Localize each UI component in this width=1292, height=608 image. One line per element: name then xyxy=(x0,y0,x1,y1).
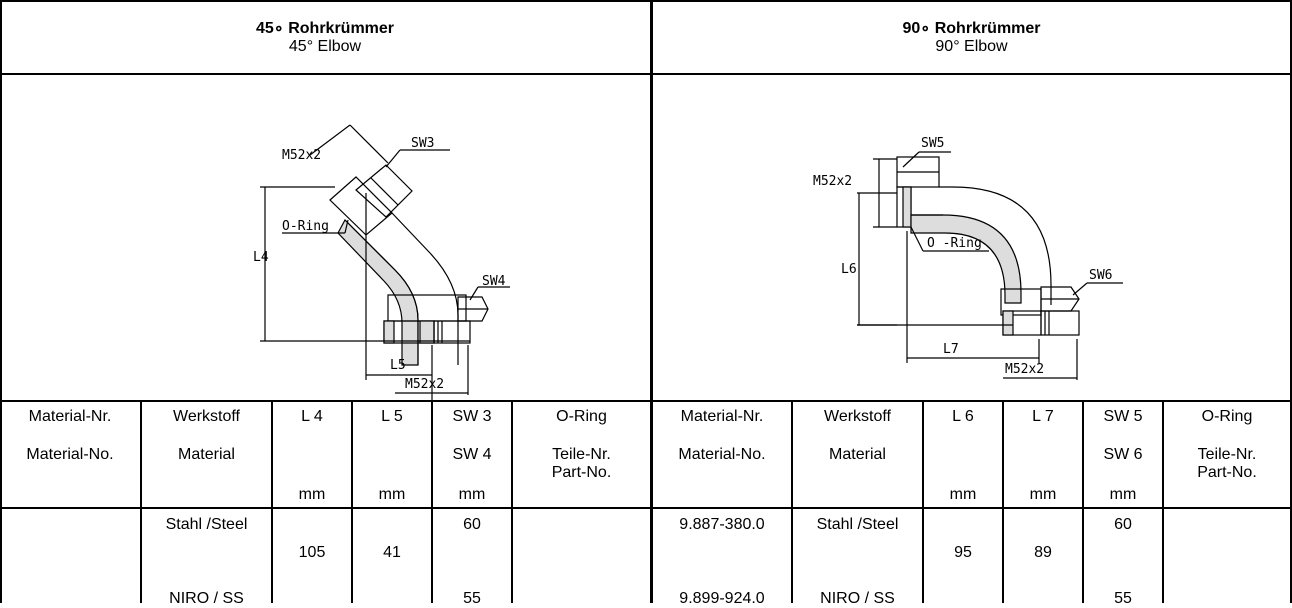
col-rule xyxy=(1002,400,1004,603)
left-header-sw4: SW 4 xyxy=(452,446,492,463)
left-header-werkstoff: Werkstoff xyxy=(173,408,240,425)
col-rule xyxy=(1082,400,1084,603)
right-header-werkstoff: Werkstoff xyxy=(824,408,891,425)
left-header-oring: O-Ring xyxy=(556,408,607,425)
col-rule xyxy=(431,400,433,603)
left-drawing-thread: M52x2 xyxy=(282,148,321,163)
right-header-matno: Material-No. xyxy=(678,446,766,463)
left-header-matno: Material-No. xyxy=(26,446,114,463)
left-header-l5: L 5 xyxy=(381,408,403,425)
right-row1-sw: 60 xyxy=(1114,516,1132,533)
col-rule xyxy=(351,400,353,603)
col-rule xyxy=(140,400,142,603)
right-row1-l6: 95 xyxy=(954,544,972,561)
left-row2-werkstoff: NIRO / SS xyxy=(169,590,244,607)
right-header-l7: L 7 xyxy=(1032,408,1054,425)
left-header-teile: Teile-Nr. xyxy=(552,446,611,463)
left-header-l5-unit: mm xyxy=(378,486,406,503)
left-header-material: Material xyxy=(178,446,235,463)
left-drawing-oring: O-Ring xyxy=(282,219,329,234)
rule-drawing-bottom xyxy=(0,400,1292,402)
left-row2-sw: 55 xyxy=(463,590,481,607)
left-drawing-length-h: L5 xyxy=(390,358,406,373)
right-row2-sw: 55 xyxy=(1114,590,1132,607)
right-drawing-thread: M52x2 xyxy=(813,174,852,189)
right-drawing-oring: O -Ring xyxy=(927,236,982,251)
right-header-part: Part-No. xyxy=(1197,464,1257,481)
left-header-part: Part-No. xyxy=(551,464,612,481)
right-header-matnr: Material-Nr. xyxy=(680,408,764,425)
right-row1-matnr: 9.887-380.0 xyxy=(679,516,765,533)
rule-top xyxy=(0,0,1292,2)
left-header-l4: L 4 xyxy=(301,408,323,425)
left-title: 45∘ Rohrkrümmer xyxy=(255,20,395,37)
right-drawing-length-v: L6 xyxy=(841,262,857,277)
rule-right xyxy=(1290,0,1292,603)
right-header-l7-unit: mm xyxy=(1029,486,1057,503)
right-row2-matnr: 9.899-924.0 xyxy=(679,590,765,607)
rule-center xyxy=(650,0,653,603)
right-title: 90∘ Rohrkrümmer xyxy=(902,20,1041,37)
left-drawing-wrench-top: SW3 xyxy=(411,136,434,151)
left-header-sw3: SW 3 xyxy=(452,408,492,425)
col-rule xyxy=(511,400,513,603)
right-header-sw5: SW 5 xyxy=(1103,408,1143,425)
rule-header-bottom xyxy=(0,507,1292,509)
left-header-l4-unit: mm xyxy=(298,486,326,503)
col-rule xyxy=(1162,400,1164,603)
right-drawing-wrench-top: SW5 xyxy=(921,136,944,151)
left-row1-l4: 105 xyxy=(298,544,326,561)
left-row1-werkstoff: Stahl /Steel xyxy=(165,516,248,533)
left-header-matnr: Material-Nr. xyxy=(28,408,112,425)
left-row1-sw: 60 xyxy=(463,516,481,533)
left-drawing-length-v: L4 xyxy=(253,250,269,265)
right-drawing-thread-bottom: M52x2 xyxy=(1005,362,1044,377)
right-header-material: Material xyxy=(829,446,886,463)
col-rule xyxy=(271,400,273,603)
left-subtitle: 45° Elbow xyxy=(288,38,362,55)
right-drawing-wrench-side: SW6 xyxy=(1089,268,1112,283)
col-rule xyxy=(922,400,924,603)
elbow-90-drawing: SW5 M52x2 O -Ring L6 SW6 L7 M52x2 xyxy=(813,136,1123,380)
left-header-sw-unit: mm xyxy=(458,486,486,503)
rule-left xyxy=(0,0,2,603)
right-header-oring: O-Ring xyxy=(1201,408,1253,425)
right-header-l6-unit: mm xyxy=(949,486,977,503)
right-row1-l7: 89 xyxy=(1034,544,1052,561)
right-header-sw6: SW 6 xyxy=(1103,446,1143,463)
right-subtitle: 90° Elbow xyxy=(935,38,1008,55)
right-drawing-length-h: L7 xyxy=(943,342,959,357)
left-drawing-wrench-side: SW4 xyxy=(482,274,506,289)
right-header-sw-unit: mm xyxy=(1109,486,1137,503)
right-header-l6: L 6 xyxy=(952,408,974,425)
elbow-45-drawing: M52x2 SW3 O-Ring L4 SW4 L5 M52x2 xyxy=(253,124,510,400)
col-rule xyxy=(791,400,793,603)
right-row1-werkstoff: Stahl /Steel xyxy=(816,516,899,533)
right-header-teile: Teile-Nr. xyxy=(1197,446,1257,463)
left-row1-l5: 41 xyxy=(383,544,401,561)
right-title-block: 90∘ Rohrkrümmer 90° Elbow xyxy=(653,20,1290,56)
rule-title-bottom xyxy=(0,73,1292,75)
left-drawing-thread-bottom: M52x2 xyxy=(405,377,444,392)
right-row2-werkstoff: NIRO / SS xyxy=(820,590,895,607)
left-title-block: 45∘ Rohrkrümmer 45° Elbow xyxy=(0,20,650,56)
